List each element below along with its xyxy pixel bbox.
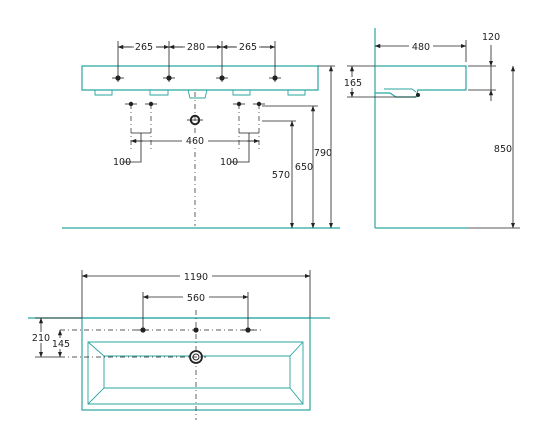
dim-label-460: 460 xyxy=(186,136,204,147)
leader-100-left xyxy=(122,133,142,163)
front-basin-outline xyxy=(81,65,319,91)
side-view: 480 120 165 850 xyxy=(343,28,520,229)
side-basin-inner xyxy=(384,88,417,93)
dim-label-560: 560 xyxy=(187,293,205,304)
label-bg xyxy=(134,40,156,52)
dim-label-265-left: 265 xyxy=(135,42,153,53)
label-bg xyxy=(183,291,209,303)
top-view: 1190 560 210 145 xyxy=(28,270,330,420)
front-view: 265 280 265 460 xyxy=(62,40,340,229)
label-bg xyxy=(182,135,208,147)
dim-label-120: 120 xyxy=(482,32,500,43)
label-bg xyxy=(343,77,363,88)
dim-label-1190: 1190 xyxy=(184,272,208,283)
dim-label-850: 850 xyxy=(494,144,512,155)
dim-label-570: 570 xyxy=(272,170,290,181)
label-bg xyxy=(237,40,259,52)
dim-label-265-right: 265 xyxy=(239,42,257,53)
front-basin-underside xyxy=(94,89,306,99)
dim-label-650: 650 xyxy=(295,162,313,173)
label-bg xyxy=(409,40,433,52)
side-drain-hole xyxy=(416,93,420,97)
side-basin-profile xyxy=(375,65,467,98)
label-bg xyxy=(30,332,52,343)
leader-100-right xyxy=(230,133,250,163)
label-bg xyxy=(185,40,207,52)
label-bg xyxy=(180,270,212,282)
dim-label-100-right: 100 xyxy=(220,157,238,168)
label-bg xyxy=(50,338,72,349)
dim-label-480: 480 xyxy=(412,42,430,53)
dim-label-210: 210 xyxy=(32,333,50,344)
dim-label-100-left: 100 xyxy=(113,157,131,168)
dim-label-145: 145 xyxy=(52,339,70,350)
dim-label-280: 280 xyxy=(187,42,205,53)
dim-label-165: 165 xyxy=(344,78,362,89)
dim-label-790: 790 xyxy=(314,148,332,159)
